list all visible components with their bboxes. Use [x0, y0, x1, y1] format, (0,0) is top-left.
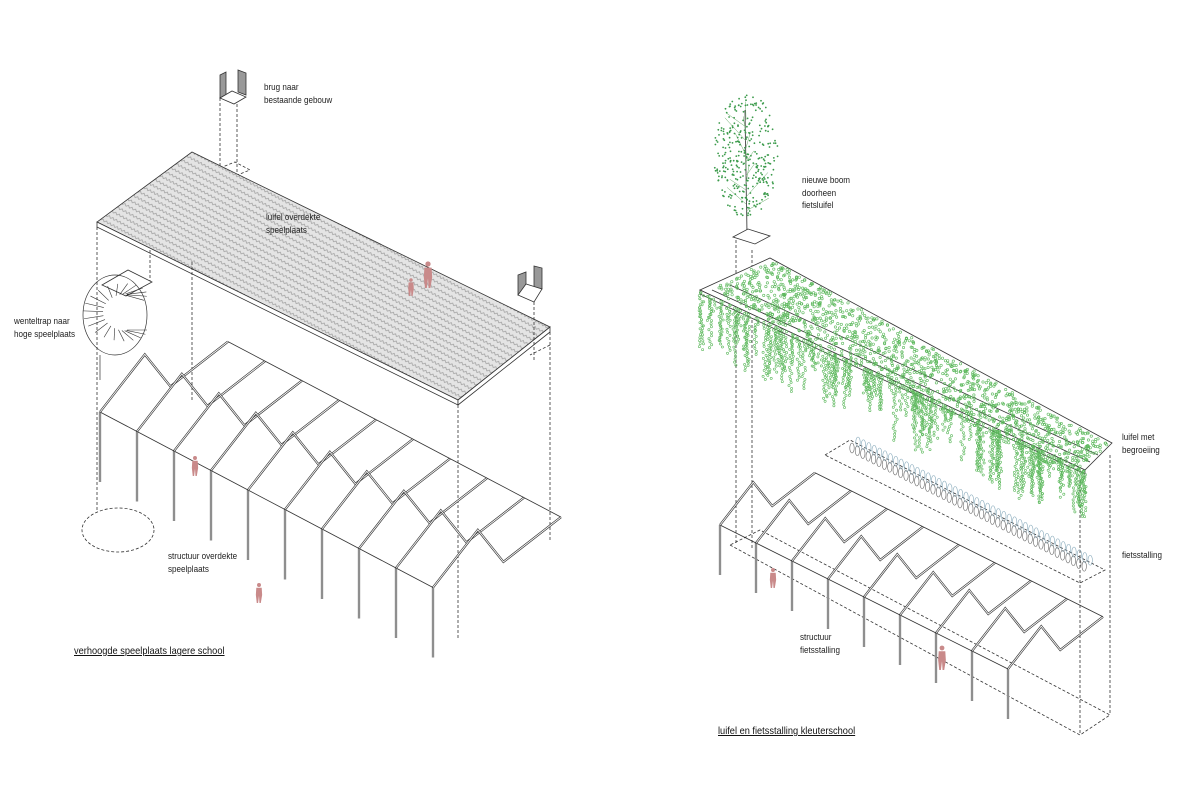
bicycle: [1054, 541, 1066, 558]
person-figure: [938, 645, 946, 670]
portal-frame: [935, 580, 1068, 701]
bicycle: [1049, 538, 1061, 556]
bicycle: [930, 477, 942, 495]
bicycle: [1016, 521, 1028, 539]
bicycle: [957, 491, 969, 509]
bicycle: [1060, 543, 1072, 561]
bicycle: [849, 436, 861, 454]
portal-frame: [718, 471, 816, 575]
roof-canopy: [96, 151, 551, 406]
bicycle: [995, 510, 1007, 528]
person-figure: [423, 261, 433, 288]
bicycle: [898, 461, 910, 479]
bicycle: [1065, 546, 1077, 564]
label-structure-right: structuur fietsstalling: [800, 632, 840, 656]
bicycle: [860, 442, 872, 459]
projection-lines: [81, 227, 551, 640]
bicycle: [1027, 527, 1039, 545]
portal-frame: [284, 438, 451, 599]
left-diagram: [81, 69, 562, 658]
label-canopy: luifel overdekte speelplaats: [266, 212, 321, 236]
bicycle: [1011, 519, 1023, 536]
bicycle: [984, 505, 996, 523]
portal-frame: [755, 490, 888, 611]
bicycle: [1033, 530, 1045, 547]
bicycle: [979, 502, 991, 520]
bicycle: [865, 444, 877, 462]
bicycle: [989, 508, 1001, 525]
right-diagram: [697, 94, 1113, 736]
portal-frame: [358, 477, 525, 638]
label-green-canopy: luifel met begroeiing: [1122, 432, 1160, 456]
bicycle: [1006, 516, 1018, 534]
bicycle: [908, 466, 920, 484]
person-figure: [408, 278, 414, 296]
portal-frame: [210, 399, 377, 560]
label-bridge: brug naar bestaande gebouw: [264, 82, 333, 106]
bicycle: [941, 483, 953, 501]
bicycle: [871, 447, 883, 465]
bicycle: [925, 475, 937, 492]
bridge-element-right: [517, 265, 543, 360]
bicycle: [1070, 549, 1082, 567]
portal-frame: [395, 497, 562, 658]
portal-frame: [247, 419, 414, 580]
bicycle: [952, 488, 964, 506]
bicycle: [881, 453, 893, 470]
structure-frames: [98, 340, 562, 658]
bicycle: [903, 464, 915, 481]
portal-frame: [99, 341, 266, 502]
tree: [713, 94, 779, 236]
portal-frame: [98, 340, 229, 482]
bike-racks: [849, 436, 1093, 572]
bicycle: [973, 499, 985, 517]
bicycle: [1043, 535, 1055, 553]
person-figure: [255, 583, 263, 603]
bicycle: [1022, 524, 1034, 542]
person-figure: [191, 456, 199, 476]
portal-frame: [827, 526, 960, 647]
bicycle: [1038, 532, 1050, 550]
bicycle: [892, 458, 904, 476]
people: [191, 261, 946, 670]
bicycle: [1000, 513, 1012, 531]
bicycle: [946, 486, 958, 503]
person-figure: [769, 568, 777, 588]
bicycle: [962, 494, 974, 512]
portal-frame: [719, 472, 852, 593]
portal-frame: [321, 458, 488, 619]
label-tree: nieuwe boom doorheen fietsluifel: [802, 175, 851, 211]
left-diagram-title: verhoogde speelplaats lagere school: [74, 645, 225, 657]
vines: [697, 261, 1109, 519]
bicycle: [887, 455, 899, 473]
structure-frames-right: [718, 471, 1104, 719]
tree-opening: [731, 228, 772, 245]
label-stair: wenteltrap naar hoge speelplaats: [14, 316, 76, 340]
spiral-stair: [82, 269, 153, 380]
label-structure: structuur overdekte speelplaats: [168, 551, 238, 575]
portal-frame: [791, 508, 924, 629]
right-diagram-title: luifel en fietsstalling kleuterschool: [718, 725, 856, 737]
label-bike-storage: fietsstalling: [1122, 550, 1162, 561]
portal-frame: [173, 380, 340, 541]
portal-frame: [863, 544, 996, 665]
bicycle: [935, 480, 947, 498]
bicycle: [876, 450, 888, 468]
portal-frame: [971, 598, 1104, 719]
bicycle: [914, 469, 926, 487]
portal-frame: [136, 360, 303, 521]
bicycle: [1081, 554, 1093, 572]
bicycle: [854, 439, 866, 457]
bicycle: [919, 472, 931, 490]
bicycle: [968, 497, 980, 514]
bicycle: [1076, 552, 1088, 569]
portal-frame: [899, 562, 1032, 683]
